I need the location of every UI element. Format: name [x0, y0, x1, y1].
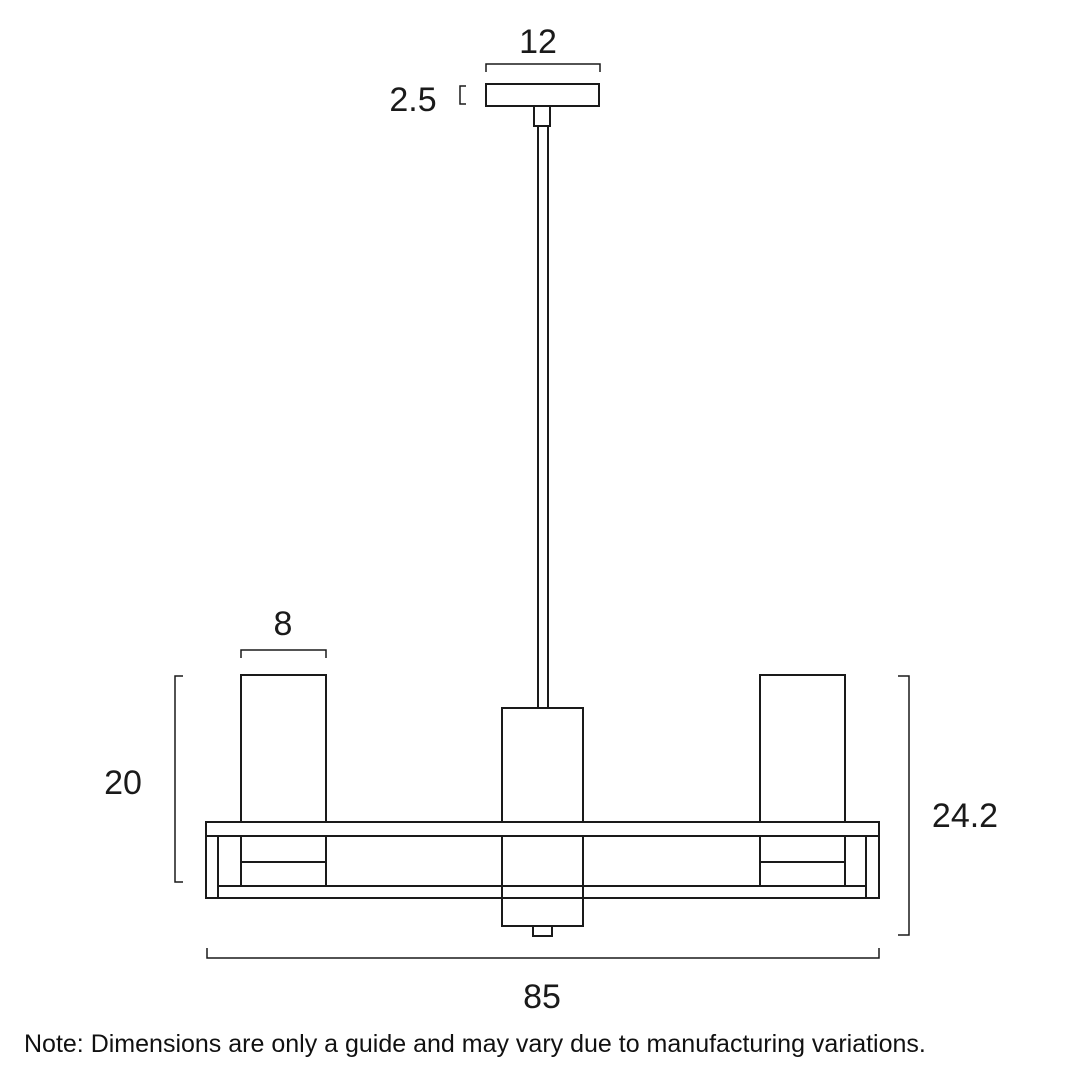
- shade-height-label: 20: [104, 764, 142, 802]
- frame: [205, 821, 880, 937]
- canopy-width-dimension: 12: [485, 23, 601, 72]
- center-finial: [532, 925, 553, 937]
- center-body-top: [501, 707, 584, 823]
- right-shade: [759, 674, 846, 823]
- shade-height-dimension: 20: [104, 675, 183, 883]
- shade-height-bracket: [174, 675, 183, 883]
- overall-width-bracket: [206, 948, 880, 959]
- canopy-width-bracket: [485, 63, 601, 72]
- suspension-rod: [537, 125, 549, 709]
- disclaimer-note: Note: Dimensions are only a guide and ma…: [24, 1030, 926, 1058]
- body-height-dimension: 24.2: [898, 675, 998, 936]
- overall-width-label: 85: [523, 978, 561, 1016]
- left-shade: [240, 674, 327, 823]
- body-height-label: 24.2: [932, 797, 998, 835]
- canopy-height-label: 2.5: [389, 81, 436, 119]
- ceiling-canopy: [485, 83, 600, 127]
- canopy-connector: [533, 105, 551, 127]
- shade-width-dimension: 8: [240, 605, 327, 658]
- frame-left-post: [205, 835, 219, 899]
- frame-right-post: [865, 835, 880, 899]
- canopy-height-dimension: 2.5: [389, 81, 466, 119]
- overall-width-dimension: 85: [206, 948, 880, 1016]
- frame-bottom-bar: [217, 885, 867, 899]
- canopy-width-label: 12: [519, 23, 557, 61]
- light-shades: [240, 674, 846, 823]
- canopy-height-bracket: [459, 85, 466, 105]
- body-height-bracket: [898, 675, 910, 936]
- center-body-bottom: [501, 835, 584, 927]
- shade-width-label: 8: [274, 605, 293, 643]
- canopy-plate: [485, 83, 600, 107]
- shade-width-bracket: [240, 649, 327, 658]
- frame-top-bar: [205, 821, 880, 837]
